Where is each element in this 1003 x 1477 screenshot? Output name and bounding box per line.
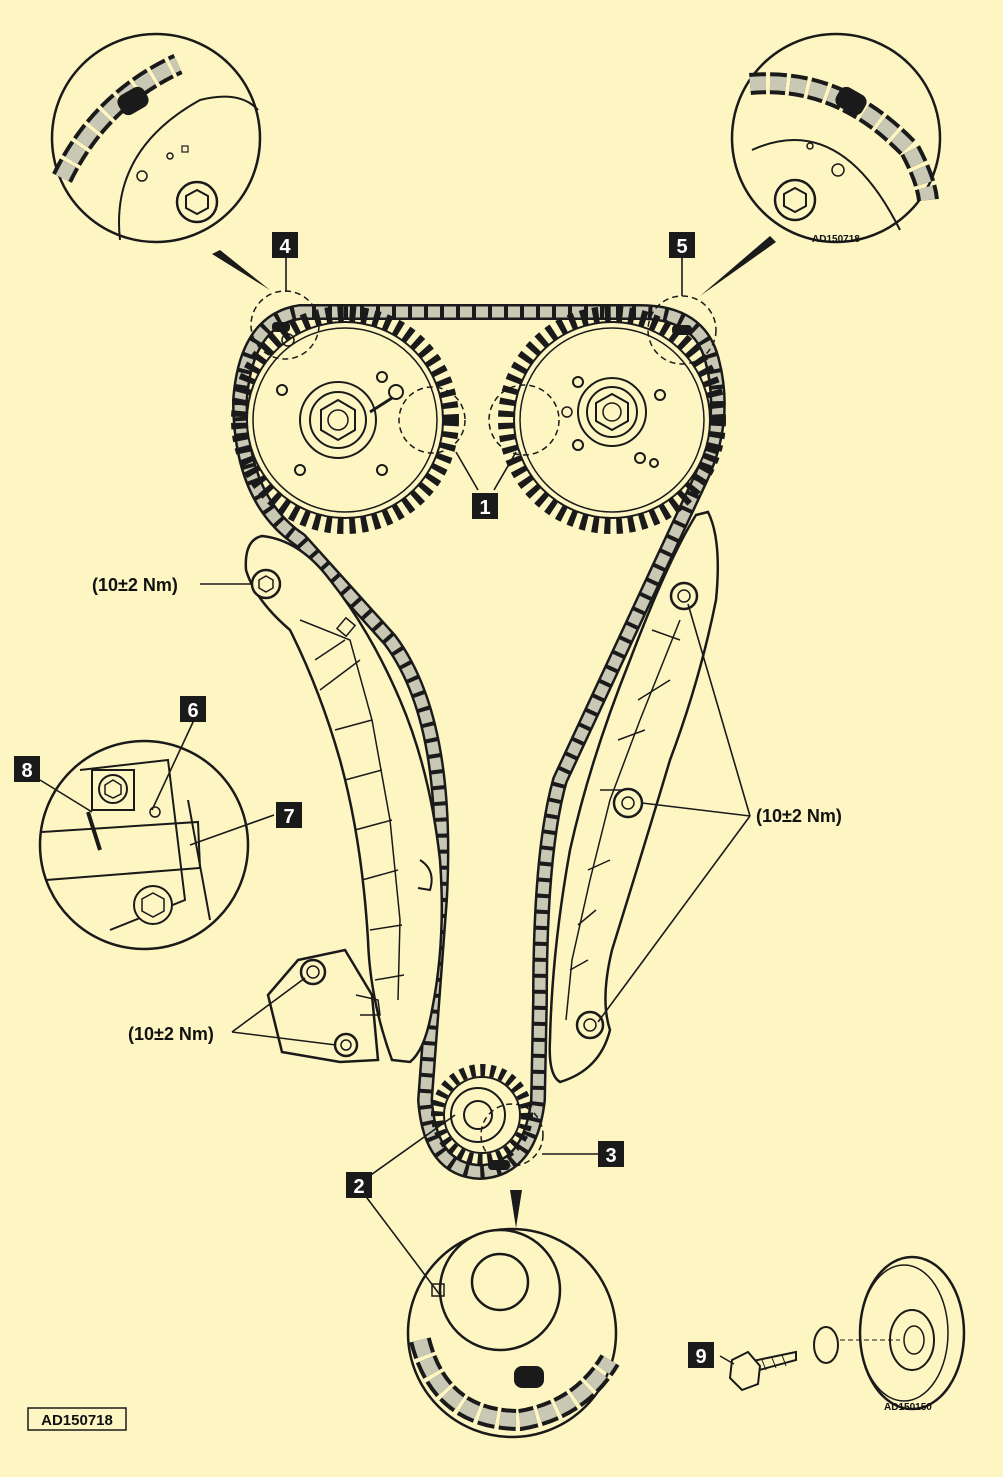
torque-label-right-guide: (10±2 Nm) <box>756 806 842 826</box>
svg-text:6: 6 <box>187 700 198 722</box>
chain-tensioner <box>266 948 381 1064</box>
torque-label-left-guide: (10±2 Nm) <box>92 575 178 595</box>
reference-code-main: AD150718 <box>41 1412 113 1429</box>
callout-1: 1 <box>472 493 498 519</box>
callout-3: 3 <box>598 1141 624 1167</box>
svg-text:4: 4 <box>279 236 291 258</box>
callout-6: 6 <box>180 696 206 722</box>
detail-view-4 <box>50 32 270 290</box>
right-camshaft-sprocket <box>488 295 726 534</box>
svg-text:3: 3 <box>605 1145 616 1167</box>
callout-9: 9 <box>688 1342 714 1368</box>
callout-4: 4 <box>272 232 298 258</box>
crankshaft-sprocket <box>431 1064 544 1170</box>
left-chain-guide <box>244 534 444 1064</box>
reference-code-top-right: AD150718 <box>812 234 860 245</box>
svg-text:7: 7 <box>283 806 294 828</box>
leader-lines <box>39 258 751 1296</box>
callout-7: 7 <box>276 802 302 828</box>
svg-text:1: 1 <box>479 497 490 519</box>
crankshaft-pulley-assembly <box>719 1255 966 1411</box>
svg-text:2: 2 <box>353 1176 364 1198</box>
reference-code-frame <box>27 1407 127 1431</box>
callout-2: 2 <box>346 1172 372 1198</box>
callout-8: 8 <box>14 756 40 782</box>
svg-text:5: 5 <box>676 236 687 258</box>
detail-view-2 <box>406 1190 620 1439</box>
svg-text:9: 9 <box>695 1346 706 1368</box>
detail-view-tensioner <box>38 739 250 951</box>
torque-label-tensioner: (10±2 Nm) <box>128 1024 214 1044</box>
reference-code-pulley: AD150150 <box>884 1402 932 1413</box>
right-chain-guide <box>548 510 720 1084</box>
detail-view-5 <box>700 32 942 296</box>
left-camshaft-sprocket <box>231 290 466 534</box>
callout-5: 5 <box>669 232 695 258</box>
svg-text:8: 8 <box>21 760 32 782</box>
